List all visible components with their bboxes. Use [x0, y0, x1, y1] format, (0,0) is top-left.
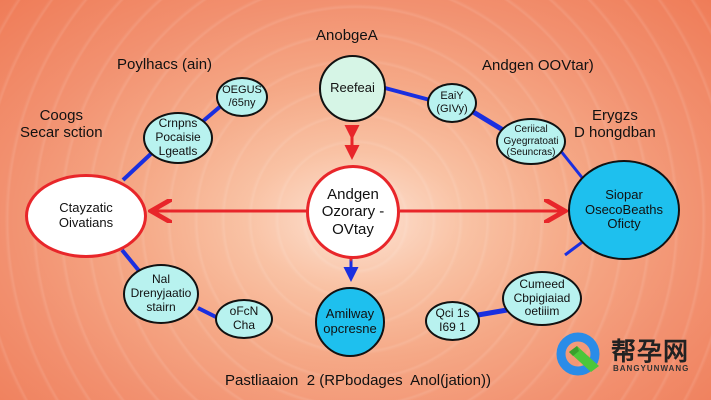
bottom-node-line: opcresne: [323, 321, 377, 336]
label-left-line: Secar sction: [20, 123, 103, 141]
lower-right-small-node[interactable]: Qci 1s I69 1: [425, 301, 480, 341]
bottom-node-line: Amilway: [325, 306, 375, 322]
node-line: Cha: [232, 318, 255, 332]
node-line: oFcN: [229, 304, 259, 319]
node-line: Lgeatls: [158, 143, 198, 158]
right-main-node-line: OsecoBeaths: [584, 201, 664, 217]
watermark-q-icon: [556, 332, 600, 376]
node-line: Nal: [151, 272, 170, 287]
node-line: /65ny: [228, 97, 256, 109]
node-line: EaiY: [440, 90, 464, 103]
right-main-node[interactable]: Siopar OsecoBeaths Oficty: [568, 160, 680, 260]
lower-left-small-node[interactable]: oFcN Cha: [215, 299, 273, 339]
node-line: Ceriical: [514, 124, 548, 136]
node-line: (Seuncras): [506, 147, 556, 159]
upper-left-node[interactable]: Crnpns Pocaisie Lgeatls: [143, 112, 213, 164]
connector-top-right: [384, 86, 431, 102]
node-line: Gyegrratoati: [503, 135, 559, 147]
watermark-chinese: 帮孕网: [611, 337, 690, 366]
lower-right-node[interactable]: Cumeed Cbpigiaiad oetiiim: [502, 271, 582, 326]
node-line: Cumeed: [519, 276, 565, 291]
left-main-node-line: Ctayzatic: [59, 200, 113, 216]
node-line: OEGUS: [222, 84, 262, 97]
top-node[interactable]: Reefeai: [319, 55, 386, 122]
node-line: Qci 1s: [435, 306, 470, 321]
connector-left-upper-2: [200, 103, 224, 124]
node-line: Drenyjaatio: [130, 286, 192, 301]
label-left-line: Coogs: [39, 107, 83, 124]
center-node[interactable]: Andgen Ozorary - OVtay: [306, 165, 400, 259]
label-top-right: Andgen OOVtar): [482, 57, 594, 74]
node-line: I69 1: [439, 320, 466, 334]
center-node-line: Ozorary -: [321, 203, 385, 221]
node-line: stairn: [146, 299, 176, 314]
label-left: Coogs Secar sction: [20, 107, 103, 141]
left-main-node-line: Oivatians: [58, 215, 114, 230]
label-top-left: Poylhacs (ain): [117, 56, 213, 73]
top-node-text: Reefeai: [330, 80, 375, 96]
lower-left-node[interactable]: Nal Drenyjaatio stairn: [123, 264, 199, 324]
watermark-latin: BANGYUNWANG: [613, 364, 690, 373]
connector-left-upper-1: [121, 148, 157, 182]
center-node-line: Andgen: [327, 186, 379, 204]
top-label: AnobgeA: [316, 27, 378, 44]
node-line: Cbpigiaiad: [513, 290, 571, 305]
upper-right-small-node[interactable]: EaiY (GIVy): [427, 83, 477, 123]
node-line: oetiiim: [524, 304, 560, 319]
right-main-node-line: Oficty: [607, 216, 641, 232]
connector-left-lower-2: [197, 306, 219, 320]
upper-left-small-node[interactable]: OEGUS /65ny: [216, 77, 268, 117]
left-main-node[interactable]: Ctayzatic Oivatians: [25, 174, 147, 258]
label-right-line: D hongdban: [574, 123, 656, 141]
node-line: (GIVy): [436, 103, 468, 115]
center-node-line: OVtay: [332, 220, 374, 238]
watermark-logo: 帮孕网 BANGYUNWANG: [555, 330, 705, 380]
node-line: Pocaisie: [155, 130, 201, 145]
connector-right-upper-1: [468, 107, 505, 133]
label-right: Erygzs D hongdban: [574, 107, 656, 141]
bottom-node[interactable]: Amilway opcresne: [315, 287, 385, 357]
right-main-node-line: Siopar: [605, 186, 643, 202]
connector-left-lower-1: [120, 248, 142, 274]
label-right-line: Erygzs: [592, 107, 638, 124]
node-line: Crnpns: [158, 116, 198, 131]
label-bottom: Pastliaaion 2 (RPbodages Anol(jation)): [225, 372, 491, 389]
upper-right-node[interactable]: Ceriical Gyegrratoati (Seuncras): [496, 118, 566, 165]
connector-right-lower-2: [477, 307, 508, 318]
